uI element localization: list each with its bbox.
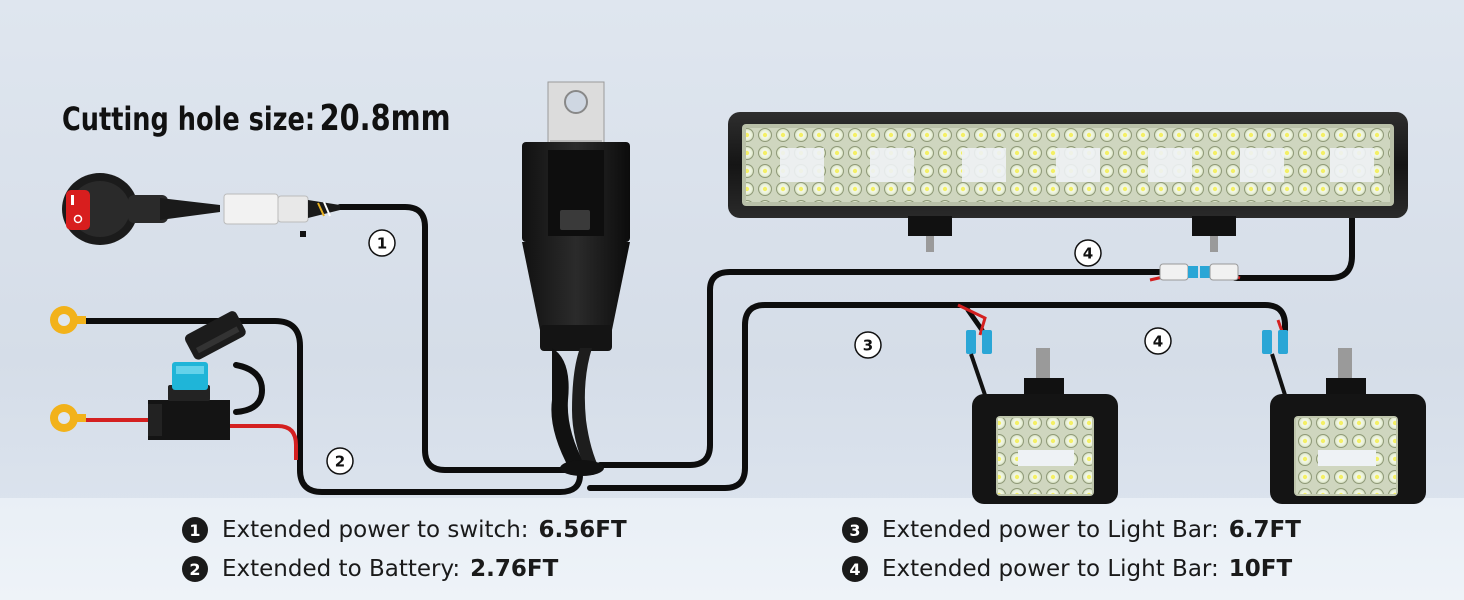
wire-3-light-bar-main (597, 197, 1355, 468)
legend-number: 3 (842, 517, 868, 543)
legend-text: Extended power to Light Bar: (882, 556, 1219, 582)
legend-item-2: 2 Extended to Battery: 2.76FT (182, 554, 558, 584)
led-pod-light-icon (966, 330, 1118, 504)
cutting-hole-heading: Cutting hole size: 20.8mm (62, 98, 451, 139)
legend-number: 4 (842, 556, 868, 582)
cutting-hole-value: 20.8mm (319, 98, 451, 139)
connector-plug-icon (223, 193, 340, 237)
legend-value: 6.7FT (1228, 517, 1301, 543)
callout-1: 1 (368, 229, 396, 257)
callout-3-number: 3 (863, 337, 873, 355)
cutting-hole-label: Cutting hole size: (62, 100, 316, 138)
legend-band (0, 498, 1464, 600)
legend-item-3: 3 Extended power to Light Bar: 6.7FT (842, 515, 1301, 545)
callout-2-number: 2 (335, 453, 345, 471)
callout-4-light-bar: 4 (1074, 239, 1102, 267)
legend-text: Extended power to Light Bar: (882, 517, 1219, 543)
callout-4-pod: 4 (1144, 327, 1172, 355)
legend-number: 2 (182, 556, 208, 582)
legend-value: 10FT (1228, 556, 1293, 582)
inline-connector-icon (1159, 263, 1239, 281)
legend-text: Extended to Battery: (222, 556, 461, 582)
fuse-holder-icon (148, 311, 246, 440)
legend-item-1: 1 Extended power to switch: 6.56FT (182, 515, 627, 545)
callout-3: 3 (854, 331, 882, 359)
rocker-switch-icon (62, 173, 220, 245)
led-pod-light-icon (1262, 330, 1426, 504)
legend-value: 2.76FT (470, 556, 559, 582)
callout-1-number: 1 (377, 235, 387, 253)
relay-icon (522, 81, 630, 476)
ring-terminal-icon (50, 306, 86, 432)
led-light-bar-icon (728, 112, 1408, 252)
callout-2: 2 (326, 447, 354, 475)
legend-text: Extended power to switch: (222, 517, 529, 543)
wire-1-switch (337, 204, 568, 473)
callout-4-number: 4 (1083, 245, 1093, 263)
wire-4-pod-lights (587, 302, 1288, 491)
wire-2-battery (79, 318, 583, 495)
legend-number: 1 (182, 517, 208, 543)
legend-value: 6.56FT (538, 517, 627, 543)
callout-4-number: 4 (1153, 333, 1163, 351)
legend-item-4: 4 Extended power to Light Bar: 10FT (842, 554, 1292, 584)
